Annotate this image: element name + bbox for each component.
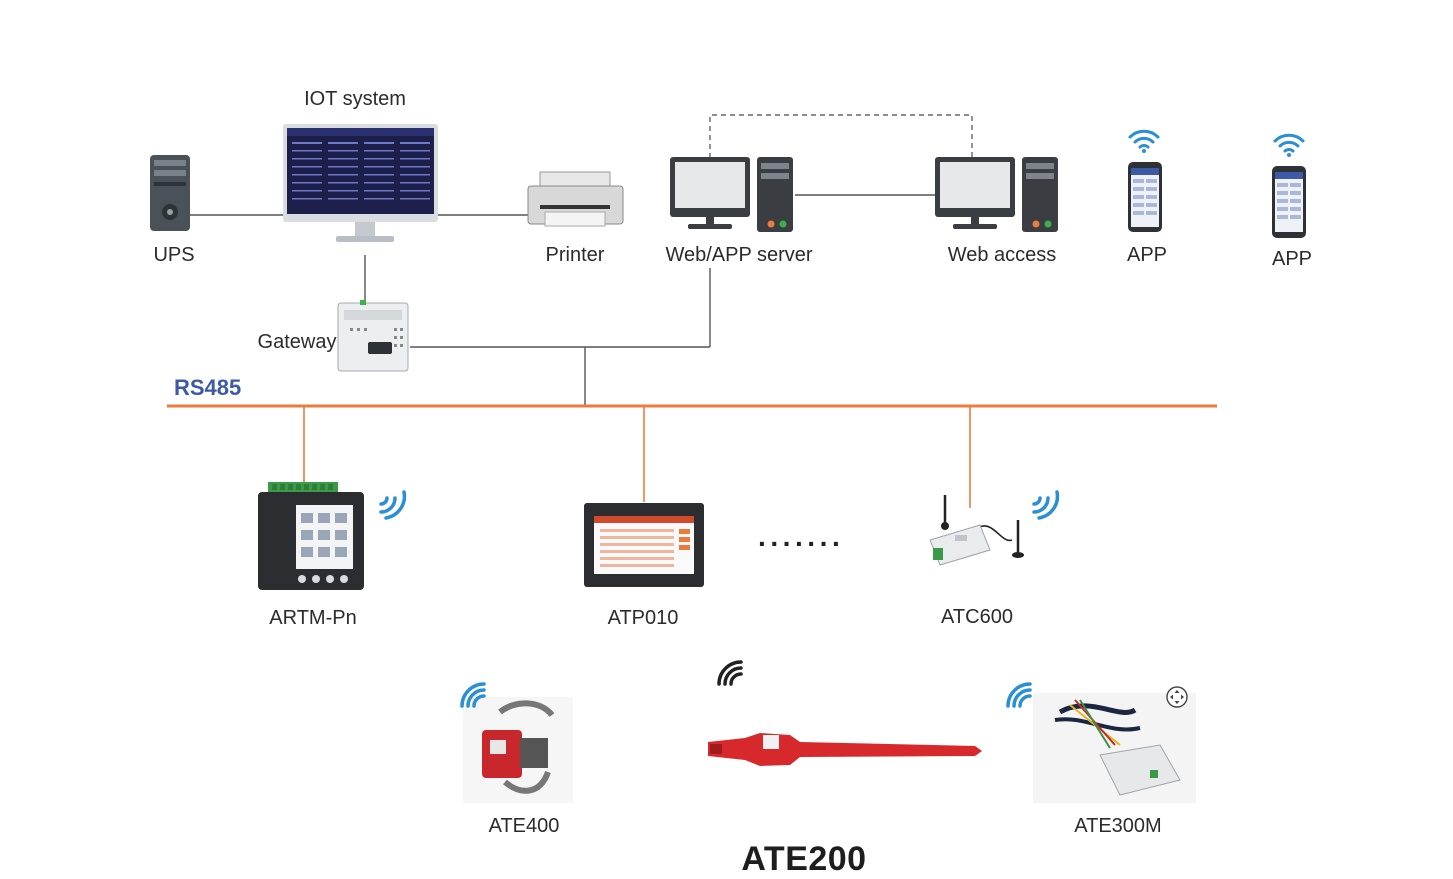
wireless-icon-ate400	[460, 682, 486, 708]
label-artm: ARTM-Pn	[269, 607, 357, 629]
wireless-icon-ate300m	[1006, 682, 1032, 708]
wireless-signal-icon-atc600	[1032, 490, 1060, 520]
web-access-icon	[935, 157, 1058, 232]
artm-meter-icon	[258, 482, 364, 590]
iot-monitor-icon	[283, 124, 438, 242]
app-phone-icon-2	[1272, 133, 1306, 238]
gateway-icon	[337, 300, 409, 372]
wifi-icon-2	[1273, 133, 1305, 153]
label-app-2: APP	[1271, 248, 1313, 270]
move-icon[interactable]	[1166, 686, 1188, 708]
atc600-collector-icon	[929, 495, 1024, 566]
label-rs485: RS485	[174, 375, 242, 400]
label-atp010: ATP010	[607, 607, 679, 629]
wireless-signal-icon-artm	[379, 490, 407, 520]
printer-icon	[527, 171, 624, 227]
wireless-icon-ate200	[717, 660, 743, 686]
label-ate400: ATE400	[488, 815, 560, 837]
ellipsis: ·······	[758, 528, 845, 559]
rs485-bus	[167, 404, 1217, 508]
label-atc600: ATC600	[941, 606, 1013, 628]
server-webaccess-dashed-link	[709, 114, 973, 158]
web-app-server-icon	[670, 157, 793, 232]
label-app-1: APP	[1126, 244, 1168, 266]
label-web-app-server: Web/APP server	[665, 244, 813, 266]
label-gateway: Gateway	[257, 331, 337, 353]
label-printer: Printer	[545, 244, 605, 266]
label-iot-system: IOT system	[304, 88, 406, 110]
ate300m-sensor-icon	[1033, 693, 1196, 803]
label-ate300m: ATE300M	[1074, 815, 1162, 837]
atp010-panel-icon	[584, 503, 704, 587]
ate400-sensor-icon	[463, 697, 573, 803]
ate200-sensor-icon	[708, 733, 982, 766]
label-ups: UPS	[153, 244, 195, 266]
ups-icon	[150, 155, 190, 231]
label-web-access: Web access	[947, 244, 1057, 266]
wifi-icon-1	[1128, 129, 1160, 149]
connection-lines	[190, 114, 973, 405]
label-ate200: ATE200	[741, 840, 867, 878]
app-phone-icon-1	[1128, 129, 1162, 232]
